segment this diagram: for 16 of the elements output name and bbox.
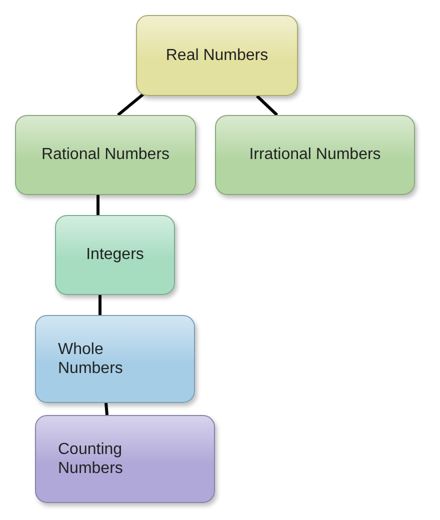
connector-line — [96, 195, 100, 215]
category-box — [55, 215, 175, 295]
category-box — [215, 115, 415, 195]
category-box — [35, 415, 215, 503]
category-box — [15, 115, 196, 195]
connector-line — [98, 295, 102, 315]
connector-line — [256, 94, 278, 116]
category-box — [136, 15, 298, 96]
box-label: Whole Numbers — [58, 340, 124, 378]
box-label: Integers — [86, 245, 144, 265]
box-label: Irrational Numbers — [249, 145, 381, 165]
box-label: Real Numbers — [166, 46, 268, 66]
category-box — [35, 315, 195, 403]
box-label: Rational Numbers — [41, 145, 170, 165]
connector-line — [104, 402, 108, 416]
box-label: Counting Numbers — [58, 440, 124, 478]
